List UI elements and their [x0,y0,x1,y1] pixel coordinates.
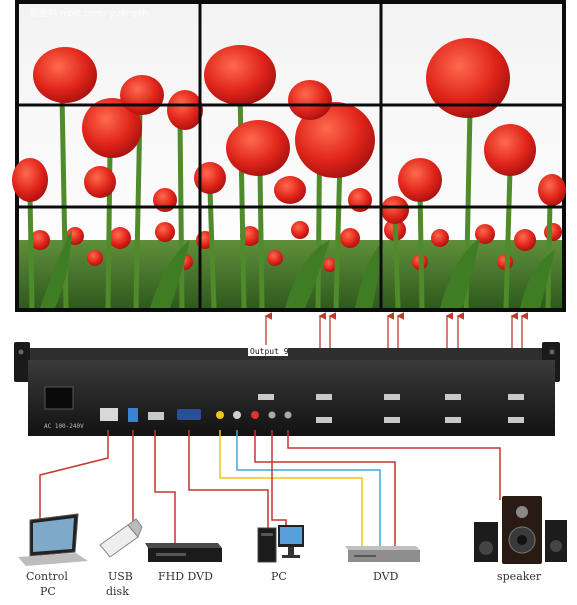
vga-port [177,409,201,420]
video-wall: 昵图网 nipic.com/ yuangxh [12,0,566,312]
background-tulips [30,219,562,272]
label-usb-disk-line2: disk [106,585,129,598]
output-hdmi-ports [258,394,524,423]
label-control-pc-line1: Control [26,570,68,583]
label-control-pc-line2: PC [40,585,56,598]
audio-jack-2 [284,411,292,419]
audio-jack-1 [268,411,276,419]
label-pc: PC [271,570,287,583]
fhd-dvd-player-icon [145,543,222,562]
ethernet-port [100,408,118,421]
label-fhd-dvd: FHD DVD [158,570,213,583]
label-speaker: speaker [497,570,542,583]
rca-yellow-port [216,411,224,419]
cable-pc-audio [271,430,287,535]
cable-dvd-audio [236,430,381,550]
output-panel-label: Output 9 [250,347,289,356]
hdmi-input-port [148,412,164,420]
pc-icon [257,525,304,563]
watermark: 昵图网 nipic.com/ yuangxh [30,8,148,19]
cable-fhd-dvd [154,430,176,545]
power-label: AC 100-240V [44,423,84,430]
usb-disk-icon [99,518,143,558]
power-socket [44,386,74,410]
speaker-icon [474,496,567,564]
laptop-icon [18,513,88,566]
label-dvd: DVD [373,570,399,583]
cable-dvd-video [219,430,363,550]
rca-red-port [251,411,259,419]
device-labels: Control PC USB disk FHD DVD PC DVD speak… [26,570,542,598]
rca-white-port [233,411,241,419]
cable-speaker [287,430,501,500]
video-wall-controller: Output 9 AC 100-240V [14,342,560,436]
usb-port [128,408,138,422]
cable-pc-vga [188,430,269,535]
cable-dvd-audio-r [254,430,396,550]
dvd-player-icon [345,546,420,562]
tulip-blooms [12,38,566,224]
screen-bezels [17,2,564,310]
cable-control-pc [39,430,109,520]
label-usb-disk-line1: USB [108,570,133,583]
tulip-leaves [40,230,555,308]
